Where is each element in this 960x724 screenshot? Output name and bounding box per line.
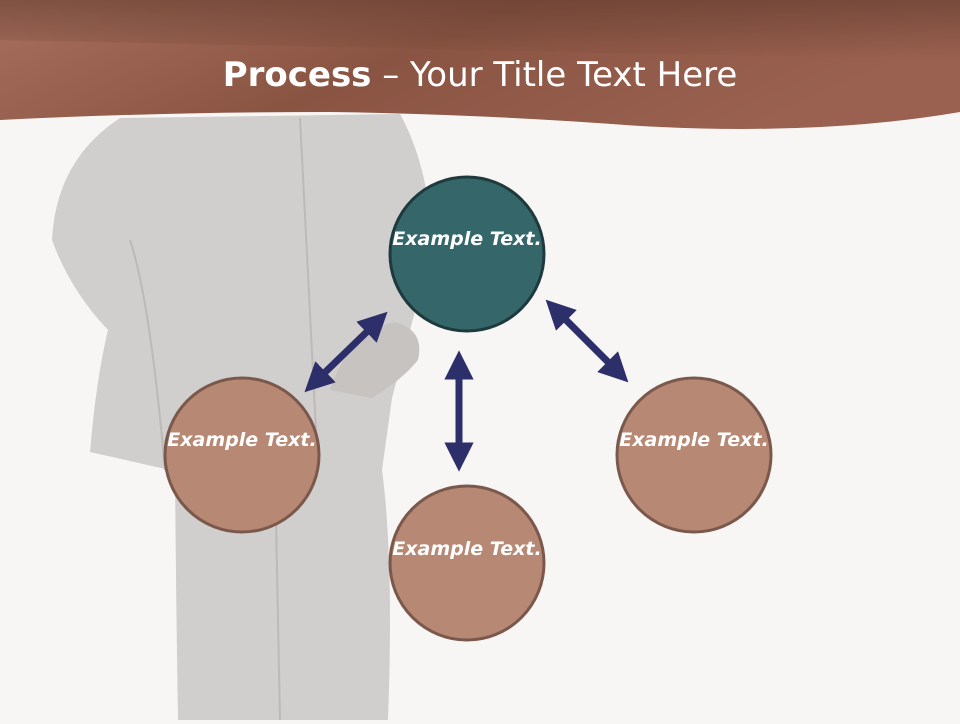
slide-title: Process – Your Title Text Here	[0, 52, 960, 98]
connector-arrows	[304, 299, 629, 472]
right-node	[615, 376, 773, 534]
arrow-center-right	[545, 299, 629, 383]
left-node-label: Example Text.	[167, 429, 317, 451]
arrow-center-left	[304, 311, 388, 393]
bottom-node-label: Example Text.	[392, 538, 542, 560]
right-node-label: Example Text.	[619, 429, 769, 451]
title-rest: – Your Title Text Here	[371, 55, 738, 95]
left-node	[163, 376, 321, 534]
center-node-label: Example Text.	[392, 228, 542, 250]
center-node	[388, 175, 546, 333]
header-band-shade	[0, 0, 960, 60]
title-bold: Process	[222, 55, 372, 95]
bottom-node	[388, 484, 546, 642]
